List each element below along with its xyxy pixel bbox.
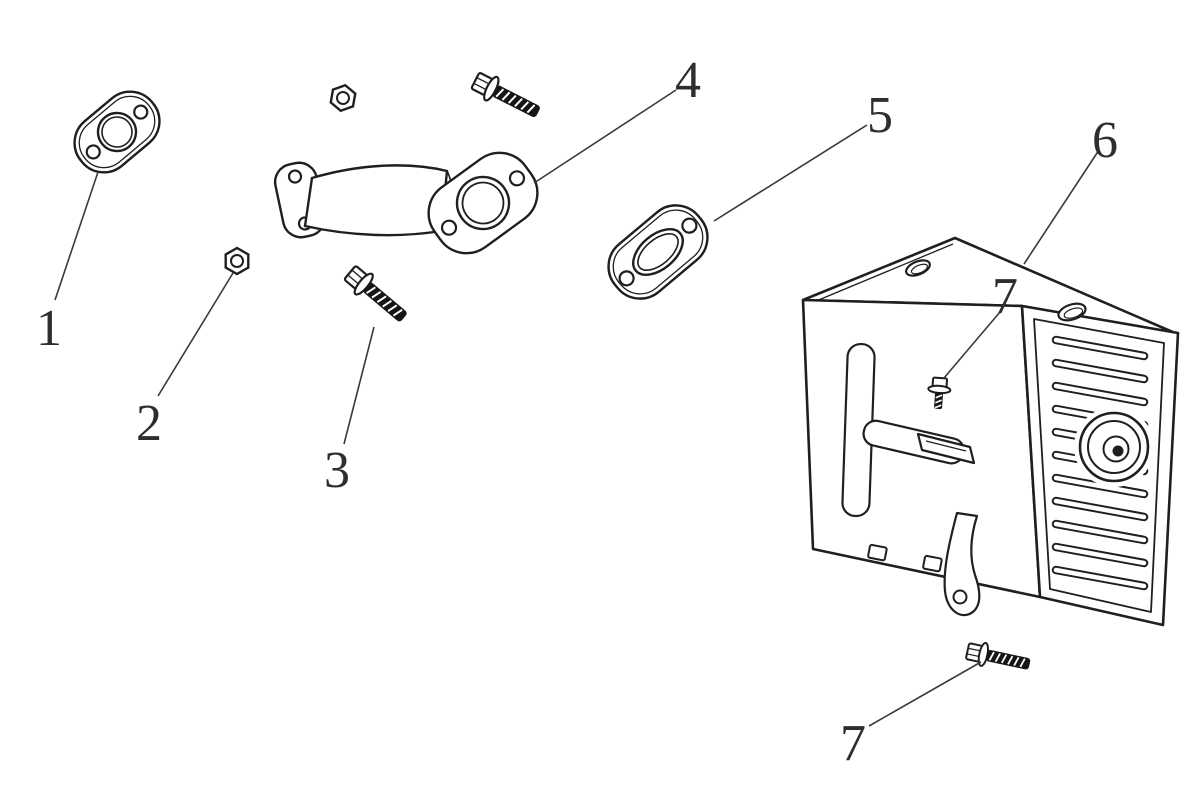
exhaust-pipe-tube <box>303 164 449 237</box>
callout-label-7-top: 7 <box>992 268 1018 325</box>
muffler-top-rim <box>808 243 954 305</box>
callout-label-5: 5 <box>867 87 893 144</box>
callout-label-6: 6 <box>1092 112 1118 169</box>
flange-bolt-upper <box>468 67 545 125</box>
leader-line-7-top <box>943 311 1001 379</box>
muffler-bracket <box>943 511 981 617</box>
leader-line-6 <box>1023 149 1100 265</box>
flange-bolt <box>340 261 413 329</box>
hex-nut-upper <box>328 82 358 114</box>
muffler-outlet-port <box>1074 407 1154 487</box>
callout-label-1: 1 <box>36 300 62 357</box>
muffler-top-hole-left <box>905 259 931 277</box>
muffler <box>801 236 1180 627</box>
leader-line-7-bottom <box>868 661 982 727</box>
callout-label-2: 2 <box>136 395 162 452</box>
leader-line-1 <box>54 171 99 301</box>
muffler-gasket <box>607 204 709 300</box>
callout-label-7-bottom: 7 <box>840 715 866 772</box>
muffler-bottom-tab-left <box>867 543 888 562</box>
exhaust-pipe <box>273 151 539 255</box>
leader-line-2 <box>157 272 234 397</box>
muffler-louver-panel-rim <box>1033 318 1165 613</box>
muffler-deflector-tab <box>916 432 976 465</box>
callout-labels: 1 2 3 4 5 6 7 7 <box>36 52 1118 772</box>
callout-label-3: 3 <box>324 442 350 499</box>
flange-bolt-muffler-top <box>927 376 952 410</box>
leader-line-3 <box>343 326 375 445</box>
callout-label-4: 4 <box>675 52 701 109</box>
muffler-bottom-tab-right <box>922 554 943 573</box>
muffler-top-hole-right <box>1057 302 1087 322</box>
leader-lines <box>54 89 1100 727</box>
leader-line-4 <box>533 89 677 184</box>
leader-line-5 <box>713 124 868 222</box>
exhaust-pipe-outlet-flange <box>427 151 539 255</box>
exhaust-pipe-gasket <box>73 90 161 174</box>
hex-flange-nut <box>224 246 250 276</box>
flange-bolt-muffler-bottom <box>964 638 1033 677</box>
